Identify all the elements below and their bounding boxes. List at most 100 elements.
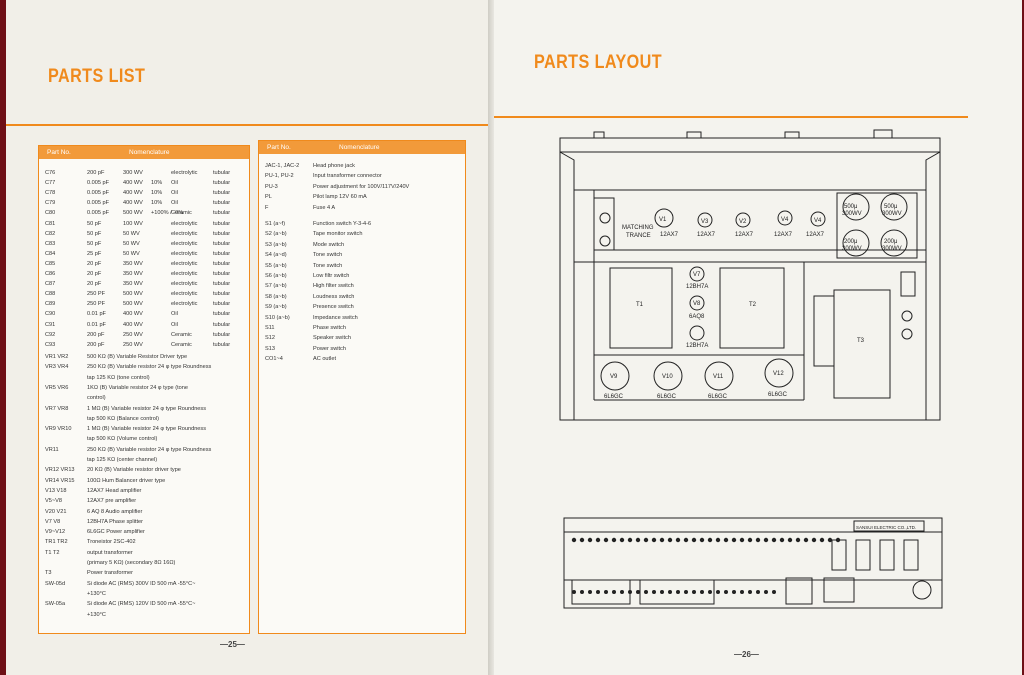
cell-value: 200 pF <box>87 170 105 176</box>
rear-terminal <box>603 537 609 543</box>
cell-id: T3 <box>45 570 52 577</box>
rear-terminal <box>571 537 577 543</box>
cell-desc: control) <box>87 395 106 402</box>
filter-capacitor-block <box>836 192 918 259</box>
cell-desc: Input transformer connector <box>313 173 382 180</box>
cell-desc: 250 KΩ (B) Variable resistor 24 φ type R… <box>87 446 212 453</box>
cell-id: C81 <box>45 220 56 227</box>
cell-shape: tubular <box>213 260 231 267</box>
cell-tol: +100% / -0% <box>151 210 184 217</box>
cell-desc: Fuse 4 A <box>313 204 336 211</box>
rear-jack <box>764 590 768 594</box>
cell-desc: Power switch <box>313 345 346 352</box>
cell-desc: 12BH7A Phase splitter <box>87 518 143 525</box>
cell-id: TR1 TR2 <box>45 539 68 546</box>
rear-terminal <box>619 537 625 543</box>
cell-id: S12 <box>265 335 275 342</box>
label-v9: V9 <box>610 374 618 380</box>
cell-value: 250 PF <box>87 291 106 298</box>
knob-2 <box>686 131 702 139</box>
table-header: Part No. Nomenclature <box>39 146 249 159</box>
cell-volt: 100 WV <box>123 220 143 227</box>
cell-id: S5 (a~b) <box>265 262 287 269</box>
rear-terminal <box>763 537 769 543</box>
chassis-body <box>559 151 941 421</box>
cell-id: S6 (a~b) <box>265 273 287 279</box>
cell-id: C83 <box>45 240 56 247</box>
cell-value: 50 pF <box>87 240 102 247</box>
cell-type: Ceramic <box>171 341 192 348</box>
rear-terminal <box>635 537 641 543</box>
rear-jack <box>692 590 696 594</box>
cap-label-4: 300WV <box>882 211 902 217</box>
rear-terminal <box>707 537 713 543</box>
rear-jack <box>660 590 664 594</box>
cell-id: JAC-1, JAC-2 <box>265 163 300 169</box>
cell-value: 25 pF <box>87 250 102 257</box>
cell-shape: tubular <box>213 220 231 227</box>
label-12ax7-3: 12AX7 <box>735 232 754 238</box>
cell-id: VR1 VR2 <box>45 354 69 360</box>
cell-id: F <box>265 204 269 211</box>
cell-desc: Tone switch <box>313 252 343 259</box>
cell-type: Ceramic <box>171 210 192 217</box>
label-t3: T3 <box>857 338 865 344</box>
cell-shape: tubular <box>213 281 231 288</box>
label-6aq8: 6AQ8 <box>689 314 705 320</box>
cell-value: 50 pF <box>87 220 102 227</box>
label-12ax7-5: 12AX7 <box>806 232 825 238</box>
cell-tol: 10% <box>151 180 163 187</box>
rear-terminal <box>699 537 705 543</box>
cell-id: C88 <box>45 291 56 298</box>
cell-value: 0.01 pF <box>87 311 106 318</box>
rear-terminal <box>795 537 801 543</box>
cell-desc: tap 125 KΩ (tone control) <box>87 374 150 381</box>
cell-id: PL <box>265 194 272 201</box>
cell-type: electrolytic <box>171 220 198 227</box>
cell-type: Oil <box>171 200 178 207</box>
cell-id: C93 <box>45 341 56 348</box>
cell-shape: tubular <box>213 200 231 207</box>
tube-v9 <box>600 361 630 391</box>
rear-terminal <box>691 537 697 543</box>
rear-terminal <box>827 537 833 543</box>
cell-desc: 1 MΩ (B) Variable resistor 24 φ type Rou… <box>87 426 207 433</box>
cell-shape: tubular <box>213 210 231 217</box>
rear-jack <box>668 590 672 594</box>
cell-id: C84 <box>45 250 56 257</box>
rear-terminal <box>675 537 681 543</box>
tube-v4 <box>777 210 793 226</box>
cell-type: electrolytic <box>171 250 198 257</box>
rear-jack <box>716 590 720 594</box>
rear-terminal <box>723 537 729 543</box>
cell-desc: +130°C <box>87 590 106 597</box>
label-t2: T2 <box>749 302 757 308</box>
cap-label-6: 300WV <box>842 246 862 252</box>
cell-desc: Troneistor 2SC-402 <box>87 539 136 546</box>
cell-id: V7 V8 <box>45 518 61 525</box>
cell-volt: 400 WV <box>123 311 143 318</box>
rear-jack <box>636 590 640 594</box>
rear-terminal <box>595 537 601 543</box>
cell-id: V5~V8 <box>45 498 62 505</box>
cap-label-2: 300WV <box>842 211 862 217</box>
cell-desc: 100Ω Hum Balancer driver type <box>87 477 166 484</box>
cell-desc: tap 500 KΩ (Balance control) <box>87 415 159 422</box>
cell-desc: Loudness switch <box>313 293 355 300</box>
cell-desc: 12AX7 Head amplifier <box>87 487 142 494</box>
label-12ax7-2: 12AX7 <box>697 232 716 238</box>
left-rule <box>6 124 494 126</box>
cell-value: 20 pF <box>87 260 102 267</box>
cell-shape: tubular <box>213 271 231 277</box>
rear-jack <box>732 590 736 594</box>
rear-terminal <box>579 537 585 543</box>
cell-desc: High filter switch <box>313 283 354 290</box>
cell-desc: 6 AQ 8 Audio amplifier <box>87 508 143 515</box>
cell-id: VR11 <box>45 446 59 453</box>
label-6l6gc-4: 6L6GC <box>768 392 788 398</box>
cell-desc: AC outlet <box>313 356 337 363</box>
rear-terminal <box>811 537 817 543</box>
rear-terminal <box>747 537 753 543</box>
cell-volt: 400 WV <box>123 190 143 197</box>
